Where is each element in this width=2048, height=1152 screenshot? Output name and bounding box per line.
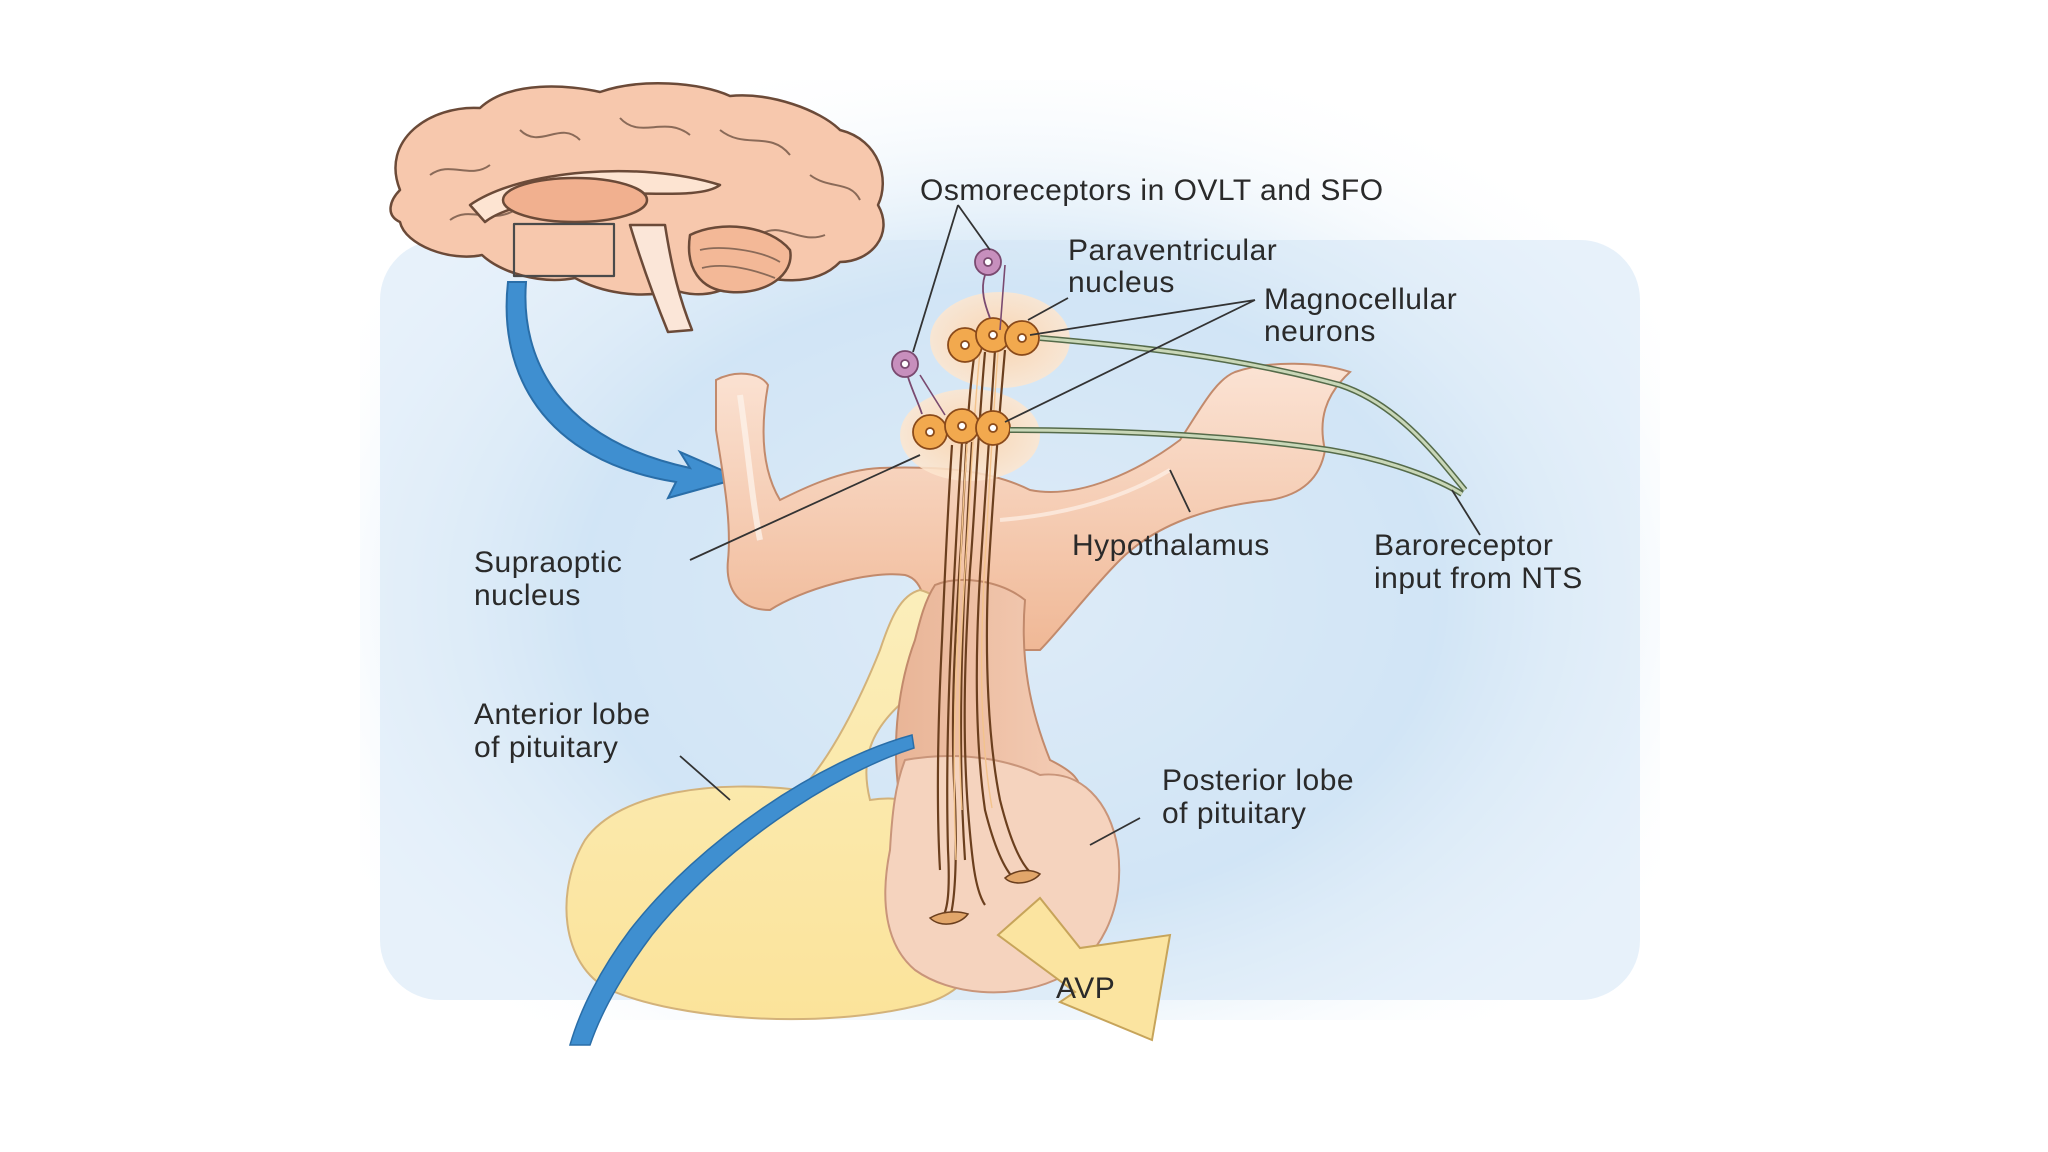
label-avp: AVP [1056,972,1115,1005]
osmoreceptor-lower [891,350,923,415]
paraventricular-neurons [947,317,1040,363]
hypothalamus-region-box [512,222,616,278]
label-hypothalamus: Hypothalamus [1072,529,1270,562]
label-posterior-lobe: Posterior lobe [1162,764,1354,797]
label-anterior-lobe-2: of pituitary [474,731,618,764]
avp-arrow [996,896,1172,1042]
label-magnocellular-2: neurons [1264,315,1376,348]
label-paraventricular-2: nucleus [1068,266,1175,299]
axon-terminal-2 [1003,869,1042,884]
label-paraventricular: Paraventricular [1068,234,1277,267]
brain-illustration [389,82,885,334]
label-anterior-lobe: Anterior lobe [474,698,651,731]
leader-lines [679,204,1481,846]
axon-terminal-1 [928,911,970,925]
label-supraoptic-2: nucleus [474,579,581,612]
label-baroreceptor-2: input from NTS [1374,562,1583,595]
portal-vessel [569,734,915,1046]
osmoreceptor-connection [919,264,1006,416]
zoom-arrow [505,281,743,500]
osmoreceptor-upper [974,248,1002,319]
baroreceptor-fibers [1009,335,1468,497]
label-magnocellular: Magnocellular [1264,283,1457,316]
supraoptic-neurons [912,408,1011,450]
label-supraoptic: Supraoptic [474,546,622,579]
label-baroreceptor: Baroreceptor [1374,529,1553,562]
label-posterior-lobe-2: of pituitary [1162,797,1306,830]
label-osmoreceptors: Osmoreceptors in OVLT and SFO [920,174,1384,207]
